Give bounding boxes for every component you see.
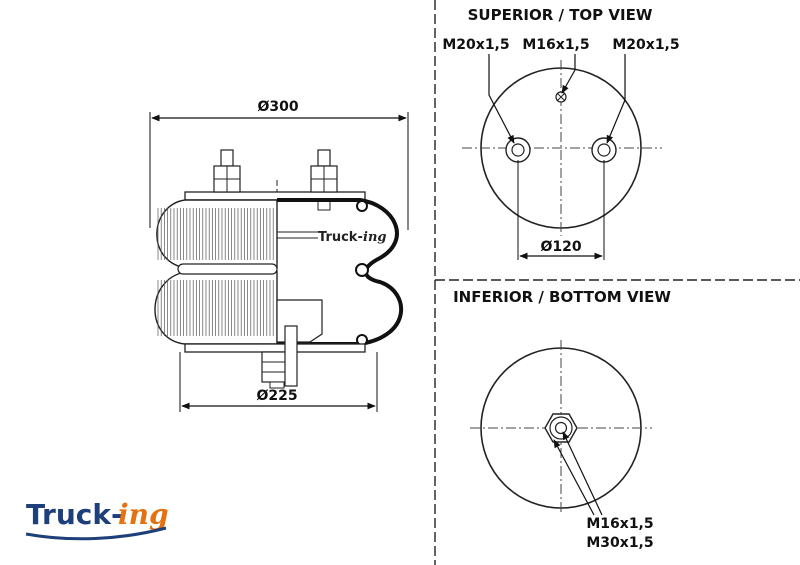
- bottom-diameter-label: Ø225: [256, 388, 297, 404]
- bottom-thread-label-1: M16x1,5: [586, 516, 653, 532]
- top-diameter-label: Ø300: [257, 99, 298, 115]
- side-view: Ø300 Ø225: [149, 99, 409, 412]
- bottom-view-title: INFERIOR / BOTTOM VIEW: [453, 288, 671, 306]
- bellow-section-right: Truck- ing: [276, 198, 404, 346]
- bolt-spacing-label: Ø120: [540, 239, 581, 255]
- bottom-stud: [261, 325, 298, 389]
- top-stud-right: [310, 149, 338, 211]
- top-view: SUPERIOR / TOP VIEW M20x1,5 M16x1,5 M20x…: [442, 6, 680, 260]
- bottom-center-nut: [544, 413, 578, 443]
- brand-logo: Truck- ing: [25, 498, 169, 541]
- brand-logo-text-b: ing: [118, 498, 169, 531]
- bottom-thread-label-2: M30x1,5: [586, 535, 653, 551]
- brand-logo-text-a: Truck-: [26, 498, 123, 531]
- top-right-thread-label: M20x1,5: [612, 37, 679, 53]
- right-stud-hole: [591, 137, 617, 163]
- brand-logo-swoosh: [25, 526, 167, 541]
- left-stud-hole: [505, 137, 531, 163]
- bottom-plate: [184, 343, 366, 353]
- bellow-left: [154, 199, 278, 345]
- bottom-view: INFERIOR / BOTTOM VIEW M16x1,5 M30x1,5: [453, 288, 671, 551]
- top-stud-left: [213, 149, 241, 193]
- top-center-thread-label: M16x1,5: [522, 37, 589, 53]
- inner-logo-text-a: Truck-: [318, 230, 363, 245]
- top-view-title: SUPERIOR / TOP VIEW: [468, 6, 653, 24]
- air-inlet-hole: [555, 91, 567, 103]
- top-left-thread-label: M20x1,5: [442, 37, 509, 53]
- inner-logo-text-b: ing: [363, 230, 386, 245]
